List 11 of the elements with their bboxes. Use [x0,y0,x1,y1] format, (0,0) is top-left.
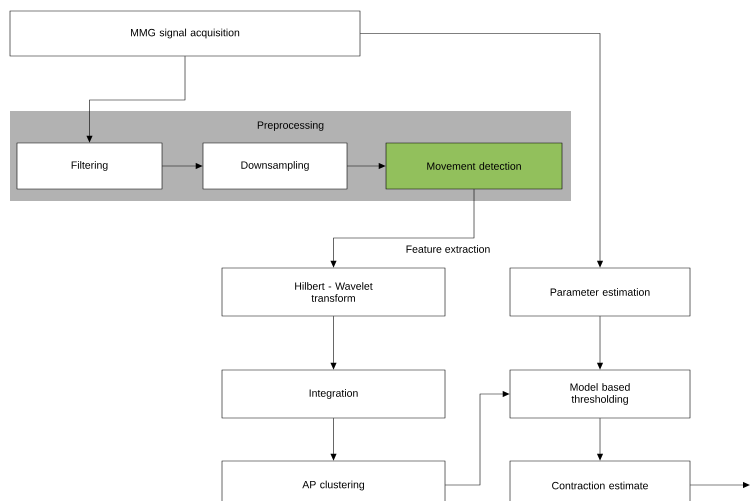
process-box: Integration [222,370,446,418]
process-box: Hilbert - Wavelet transform [222,268,446,316]
process-box: Downsampling [202,142,348,190]
process-box: Movement detection [386,142,562,190]
process-box: Contraction estimate [510,460,690,501]
process-box: AP clustering [222,460,446,501]
process-box: Model based thresholding [510,370,690,418]
process-box: Filtering [16,142,162,190]
edge-label: Feature extraction [404,244,492,254]
process-box: Parameter estimation [510,268,690,316]
process-box: MMG signal acquisition [10,10,360,56]
